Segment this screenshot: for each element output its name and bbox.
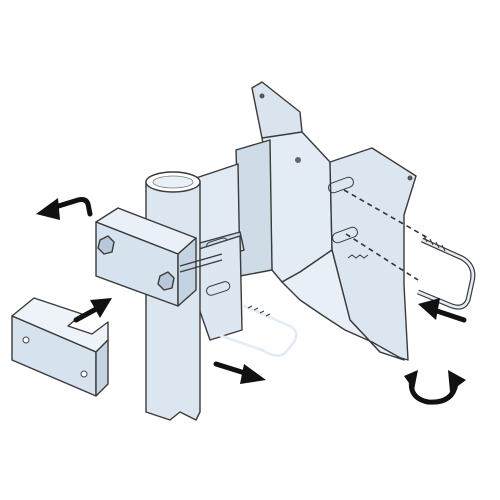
back-plate-lower bbox=[195, 235, 243, 341]
arrow-left-icon bbox=[418, 298, 467, 323]
plate-slot bbox=[206, 281, 231, 296]
rotate-clockwise-icon bbox=[404, 370, 466, 405]
bracket-skirt bbox=[281, 249, 405, 361]
pole-clamp-block bbox=[95, 207, 223, 307]
wall-bracket bbox=[235, 81, 417, 361]
clamp-piece-side bbox=[95, 339, 109, 397]
arrow-left-curved-icon bbox=[36, 197, 93, 220]
body-hole bbox=[295, 157, 301, 163]
flange-hole bbox=[259, 93, 265, 99]
serration bbox=[347, 254, 369, 259]
slot-upper bbox=[327, 176, 355, 194]
nut-right bbox=[157, 271, 175, 291]
clamp-piece-hole-left bbox=[22, 336, 30, 344]
alignment-line-upper bbox=[343, 189, 429, 239]
arrow-right-lower-icon bbox=[213, 361, 266, 384]
wing-hole bbox=[407, 175, 413, 181]
clamp-bolt bbox=[179, 253, 223, 267]
u-bolt-right-thread bbox=[423, 235, 446, 252]
u-bolt-lower-thread bbox=[247, 305, 271, 317]
slot-lower bbox=[331, 226, 359, 244]
alignment-lines bbox=[343, 189, 429, 281]
detached-clamp-piece bbox=[11, 297, 109, 397]
arrow-right-icon bbox=[73, 298, 112, 323]
clamp-piece-hole-right bbox=[80, 370, 88, 378]
nut-left bbox=[97, 235, 115, 255]
bracket-side-flange bbox=[235, 139, 273, 277]
clamp-bolt-edge bbox=[179, 259, 223, 273]
clamp-back-plate bbox=[195, 163, 245, 341]
u-bolt-lower bbox=[215, 304, 298, 357]
u-bolt-right bbox=[417, 235, 476, 310]
pole-inner bbox=[152, 175, 194, 189]
clamp-side bbox=[177, 237, 197, 307]
